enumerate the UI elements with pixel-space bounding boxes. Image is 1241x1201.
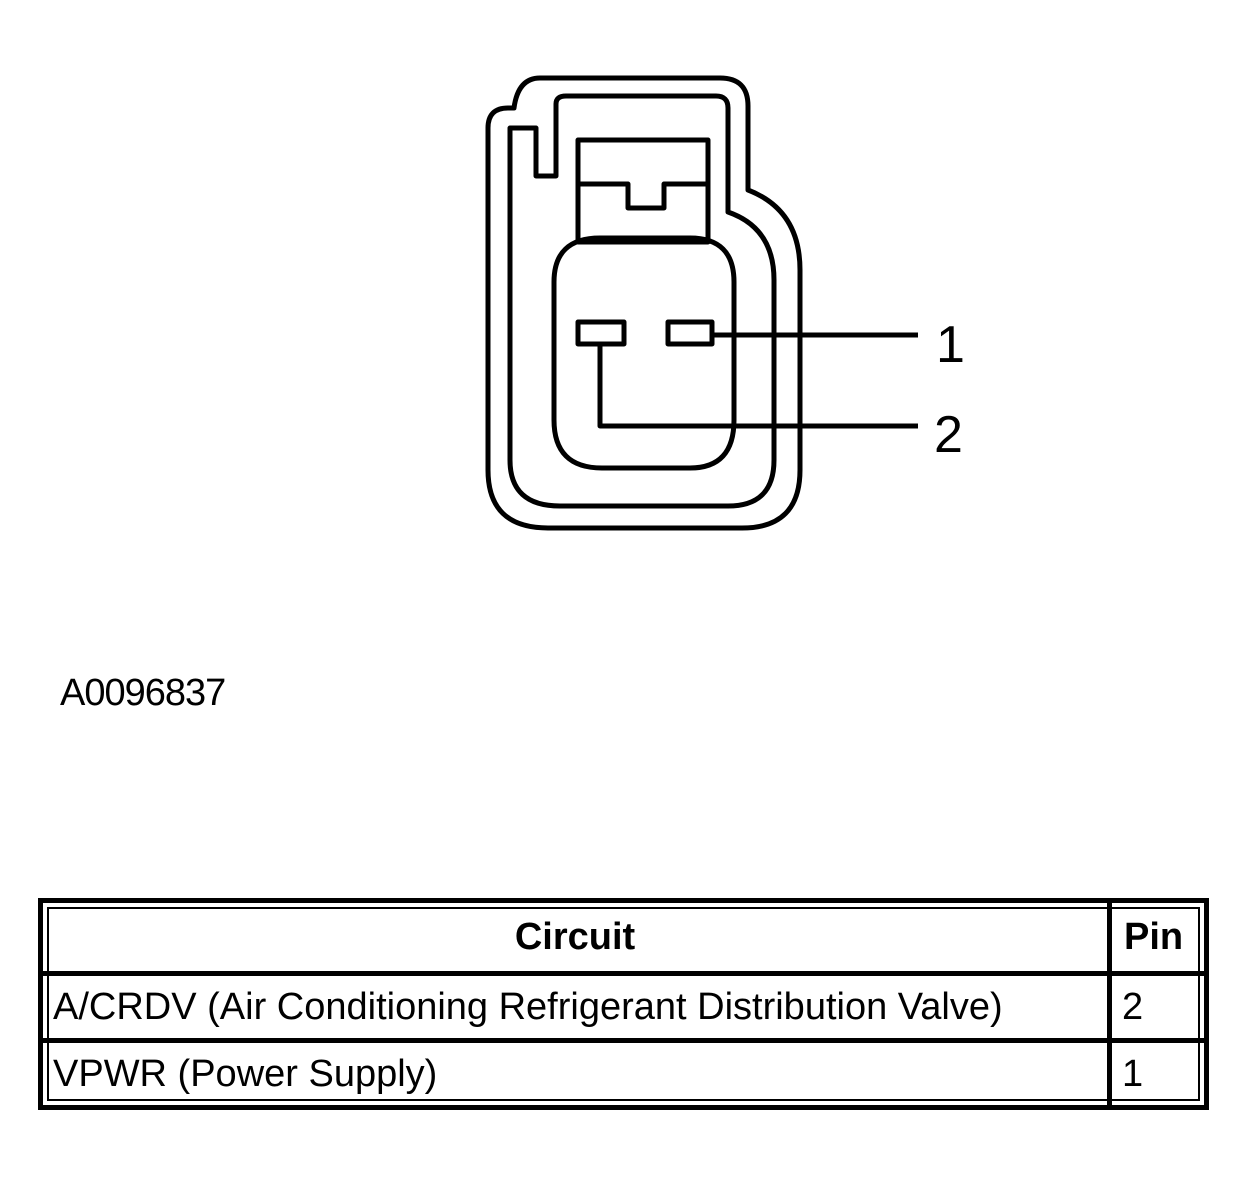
figure-id-label: A0096837 bbox=[60, 672, 226, 714]
circuit-cell: A/CRDV (Air Conditioning Refrigerant Dis… bbox=[38, 971, 1112, 1043]
table-row: A/CRDV (Air Conditioning Refrigerant Dis… bbox=[38, 971, 1209, 1043]
pin-2-terminal bbox=[575, 319, 627, 347]
pin-1-label: 1 bbox=[936, 316, 965, 374]
locking-tab-notch bbox=[580, 181, 706, 211]
pin-2-leader-line bbox=[597, 344, 918, 429]
pin-1-terminal bbox=[665, 319, 715, 347]
pin-2-label: 2 bbox=[934, 406, 963, 464]
terminal-cavity bbox=[551, 235, 737, 471]
table-header-row: Circuit Pin bbox=[38, 898, 1209, 976]
locking-tab bbox=[575, 137, 711, 245]
pin-column-header: Pin bbox=[1107, 898, 1209, 976]
connector-housing-outer bbox=[485, 75, 803, 531]
pinout-table: Circuit Pin A/CRDV (Air Conditioning Ref… bbox=[38, 898, 1209, 1110]
connector-housing-inner bbox=[507, 93, 777, 509]
pin-cell: 1 bbox=[1107, 1038, 1209, 1110]
pin-cell: 2 bbox=[1107, 971, 1209, 1043]
circuit-column-header: Circuit bbox=[38, 898, 1112, 976]
table-row: VPWR (Power Supply) 1 bbox=[38, 1038, 1209, 1110]
circuit-cell: VPWR (Power Supply) bbox=[38, 1038, 1112, 1110]
connector-diagram: 1 2 bbox=[485, 75, 965, 531]
